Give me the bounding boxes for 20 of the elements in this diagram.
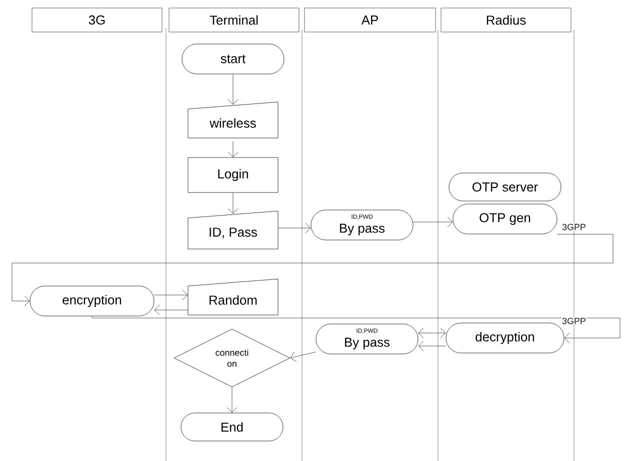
lane-header: Radius <box>440 8 572 32</box>
edge-label: 3GPP <box>562 223 586 231</box>
lane-header: 3G <box>32 8 162 32</box>
arrow <box>290 352 316 362</box>
arrow <box>92 316 620 344</box>
arrow <box>154 304 188 316</box>
arrow <box>418 340 446 352</box>
arrow <box>154 290 188 300</box>
process-box: Login <box>188 157 278 193</box>
arrow <box>418 328 446 338</box>
arrow <box>228 74 238 105</box>
lane-header: AP <box>304 8 436 32</box>
arrow <box>413 216 453 228</box>
arrow <box>226 387 238 413</box>
arrow <box>278 222 311 234</box>
arrow <box>12 234 614 306</box>
arrow <box>228 141 238 158</box>
edge-label: 3GPP <box>562 317 586 325</box>
arrow <box>228 192 238 214</box>
lane-header: Terminal <box>168 8 300 32</box>
